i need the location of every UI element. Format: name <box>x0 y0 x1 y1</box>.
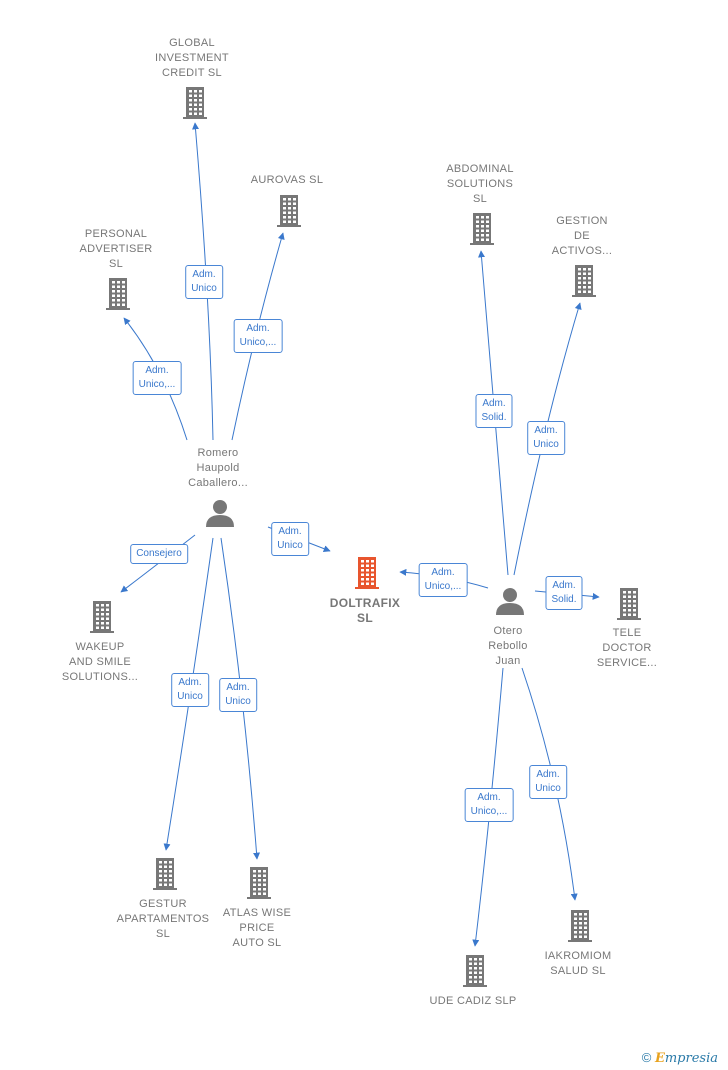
edge-label-otero-doltrafix[interactable]: Adm.Unico,... <box>418 563 468 597</box>
node-label-ude[interactable]: UDE CADIZ SLP <box>429 995 517 1007</box>
building-icon <box>617 588 641 620</box>
brand-logo: Empresia <box>654 1051 718 1066</box>
copyright-symbol: © <box>641 1050 652 1065</box>
edge-label-romero-aurovas[interactable]: Adm.Unico,... <box>233 319 283 353</box>
edge-label-romero-global[interactable]: Adm.Unico <box>185 265 223 299</box>
copyright: © Empresia <box>642 1050 718 1066</box>
node-label-aurovas[interactable]: AUROVAS SL <box>250 174 324 186</box>
building-icon <box>153 858 177 890</box>
edge-label-romero-gestur[interactable]: Adm.Unico <box>171 673 209 707</box>
edge-label-otero-ude[interactable]: Adm.Unico,... <box>464 788 514 822</box>
edge-label-otero-iakromiom[interactable]: Adm.Unico <box>529 765 567 799</box>
building-icon <box>106 278 130 310</box>
edge-label-romero-atlas[interactable]: Adm.Unico <box>219 678 257 712</box>
person-icon <box>496 588 524 615</box>
building-icon <box>470 213 494 245</box>
building-icon <box>90 601 114 633</box>
building-icon <box>463 955 487 987</box>
person-icon <box>206 500 234 527</box>
edge-label-otero-gestion[interactable]: Adm.Unico <box>527 421 565 455</box>
building-icon <box>355 557 379 589</box>
edge-romero-wakeup <box>120 534 196 593</box>
building-icon <box>572 265 596 297</box>
building-icon <box>277 195 301 227</box>
building-icon <box>247 867 271 899</box>
edge-label-romero-personal[interactable]: Adm.Unico,... <box>132 361 182 395</box>
edge-label-romero-doltrafix[interactable]: Adm.Unico <box>271 522 309 556</box>
edge-label-romero-wakeup[interactable]: Consejero <box>130 544 188 564</box>
edge-label-otero-tele[interactable]: Adm.Solid. <box>545 576 583 610</box>
building-icon <box>568 910 592 942</box>
building-icon <box>183 87 207 119</box>
edge-label-otero-abdominal[interactable]: Adm.Solid. <box>475 394 513 428</box>
